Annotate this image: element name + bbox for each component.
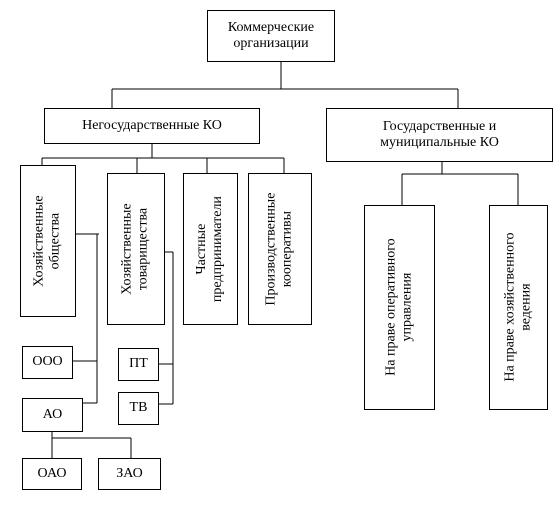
ooo-node: ООО <box>22 346 73 379</box>
business-companies-node: Хозяйственные общества <box>20 165 76 317</box>
ao-label: АО <box>42 406 63 422</box>
ooo-label: ООО <box>32 354 63 370</box>
root-node-label: Коммерческие организации <box>227 19 315 51</box>
tv-node: ТВ <box>118 392 159 425</box>
state-node-label: Государственные и муниципальные КО <box>380 118 499 150</box>
production-cooperatives-node: Производственные кооперативы <box>248 173 312 325</box>
business-partnerships-node: Хозяйственные товарищества <box>107 173 165 325</box>
state-node: Государственные и муниципальные КО <box>326 108 553 162</box>
private-entrepreneurs-label: Частные предприниматели <box>194 195 226 303</box>
economic-management-node: На праве хозяйственного ведения <box>489 205 548 410</box>
oao-label: ОАО <box>37 465 67 481</box>
pt-node: ПТ <box>118 348 159 381</box>
ao-node: АО <box>22 398 83 432</box>
economic-management-label: На праве хозяйственного ведения <box>502 232 534 383</box>
non-state-node-label: Негосударственные КО <box>82 117 222 133</box>
operational-management-node: На праве оперативного управления <box>364 205 435 410</box>
business-partnerships-label: Хозяйственные товарищества <box>119 203 151 295</box>
non-state-node: Негосударственные КО <box>44 108 260 144</box>
production-cooperatives-label: Производственные кооперативы <box>263 192 296 306</box>
operational-management-label: На праве оперативного управления <box>383 238 415 377</box>
pt-label: ПТ <box>129 356 148 372</box>
private-entrepreneurs-node: Частные предприниматели <box>183 173 238 325</box>
zao-node: ЗАО <box>98 458 161 490</box>
root-node: Коммерческие организации <box>207 10 335 62</box>
zao-label: ЗАО <box>116 465 143 481</box>
tv-label: ТВ <box>129 400 148 416</box>
oao-node: ОАО <box>22 458 82 490</box>
business-companies-label: Хозяйственные общества <box>31 195 63 287</box>
